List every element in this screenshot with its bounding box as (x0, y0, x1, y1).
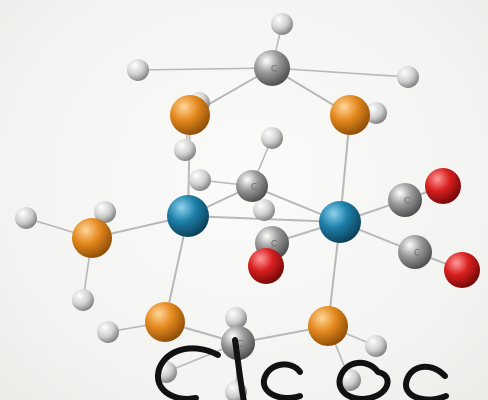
bond-C1-H5 (271, 67, 409, 78)
oxygen-sphere (444, 252, 480, 288)
hydrogen-atom (397, 66, 419, 88)
phosphorus-atom-p5 (308, 306, 348, 346)
atom-label: C (251, 183, 257, 193)
phosphorus-atom-p3 (145, 302, 185, 342)
scribble-stroke-3 (260, 361, 303, 400)
phosphorus-sphere (308, 306, 348, 346)
hydrogen-atom (72, 289, 94, 311)
hydrogen-atom (174, 139, 196, 161)
scribble-stroke-2 (232, 337, 247, 400)
phosphorus-atom-p4 (330, 95, 370, 135)
bond-C1-H2 (137, 67, 273, 71)
hydrogen-atom (253, 199, 275, 221)
phosphorus-sphere (170, 95, 210, 135)
metal-sphere (319, 201, 361, 243)
phosphorus-sphere (330, 95, 370, 135)
hydrogen-atom (189, 169, 211, 191)
carbon-atom-c2: C (236, 170, 268, 202)
phosphorus-sphere (72, 218, 112, 258)
oxygen-sphere (425, 168, 461, 204)
atom-label: C (404, 197, 410, 207)
atom-label: C (237, 340, 243, 350)
handwritten-scribble (155, 337, 449, 400)
phosphorus-atom-p1 (170, 95, 210, 135)
hydrogen-atom (365, 335, 387, 357)
scribble-stroke-1 (155, 345, 221, 400)
phosphorus-atom-p2 (72, 218, 112, 258)
atom-layer: C C C C C C (15, 13, 480, 400)
atom-label: C (271, 65, 277, 75)
hydrogen-atom (271, 13, 293, 35)
oxygen-sphere (248, 248, 284, 284)
hydrogen-atom (97, 321, 119, 343)
carbon-sphere (388, 183, 422, 217)
carbon-sphere (398, 235, 432, 269)
carbon-atom-c5: C (398, 235, 432, 269)
carbon-atom-c3: C (388, 183, 422, 217)
metal-atom-m2 (319, 201, 361, 243)
carbon-atom-c1: C (254, 50, 290, 86)
metal-atom-m1 (167, 195, 209, 237)
carbon-sphere (236, 170, 268, 202)
atom-label: C (271, 240, 277, 250)
scribble-stroke-4 (336, 360, 391, 400)
phosphorus-sphere (145, 302, 185, 342)
hydrogen-atom (15, 207, 37, 229)
oxygen-atom-o1 (425, 168, 461, 204)
carbon-sphere (254, 50, 290, 86)
hydrogen-atom (94, 201, 116, 223)
metal-sphere (167, 195, 209, 237)
oxygen-atom-o3 (444, 252, 480, 288)
hydrogen-atom (225, 307, 247, 329)
hydrogen-atom (365, 102, 387, 124)
hydrogen-atom (261, 127, 283, 149)
oxygen-atom-o2 (248, 248, 284, 284)
atom-label: C (414, 249, 420, 259)
scribble-stroke-5 (403, 363, 449, 400)
hydrogen-atom (127, 59, 149, 81)
